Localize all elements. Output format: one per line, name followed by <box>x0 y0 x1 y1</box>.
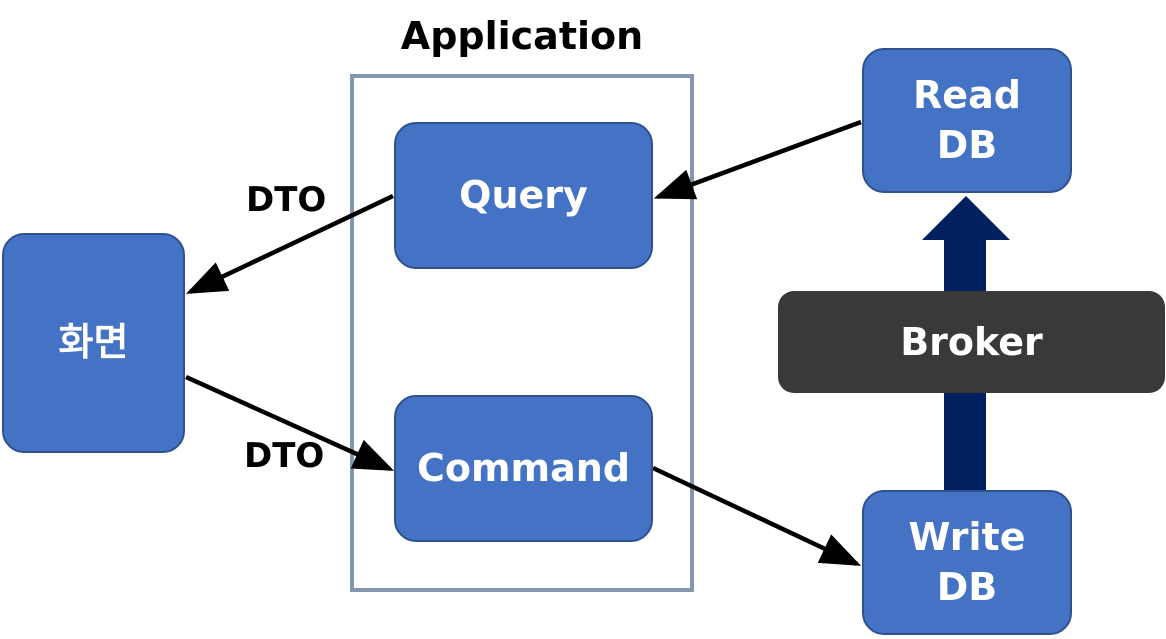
edge-command-to-writedb <box>652 465 862 567</box>
edge-label-dto-query: DTO <box>246 180 327 220</box>
read-db-node: Read DB <box>862 48 1072 193</box>
application-group-frame <box>350 74 694 592</box>
query-node: Query <box>394 122 653 269</box>
edge-readdb-to-query <box>653 119 862 200</box>
broker-node: Broker <box>778 291 1165 393</box>
edge-label-dto-command: DTO <box>244 436 325 476</box>
write-db-node: Write DB <box>862 490 1072 635</box>
edge-query-to-screen <box>185 193 394 295</box>
edge-screen-to-command <box>185 374 395 472</box>
screen-node: 화면 <box>2 233 185 453</box>
command-node: Command <box>394 395 653 542</box>
application-group-title: Application <box>400 14 644 58</box>
